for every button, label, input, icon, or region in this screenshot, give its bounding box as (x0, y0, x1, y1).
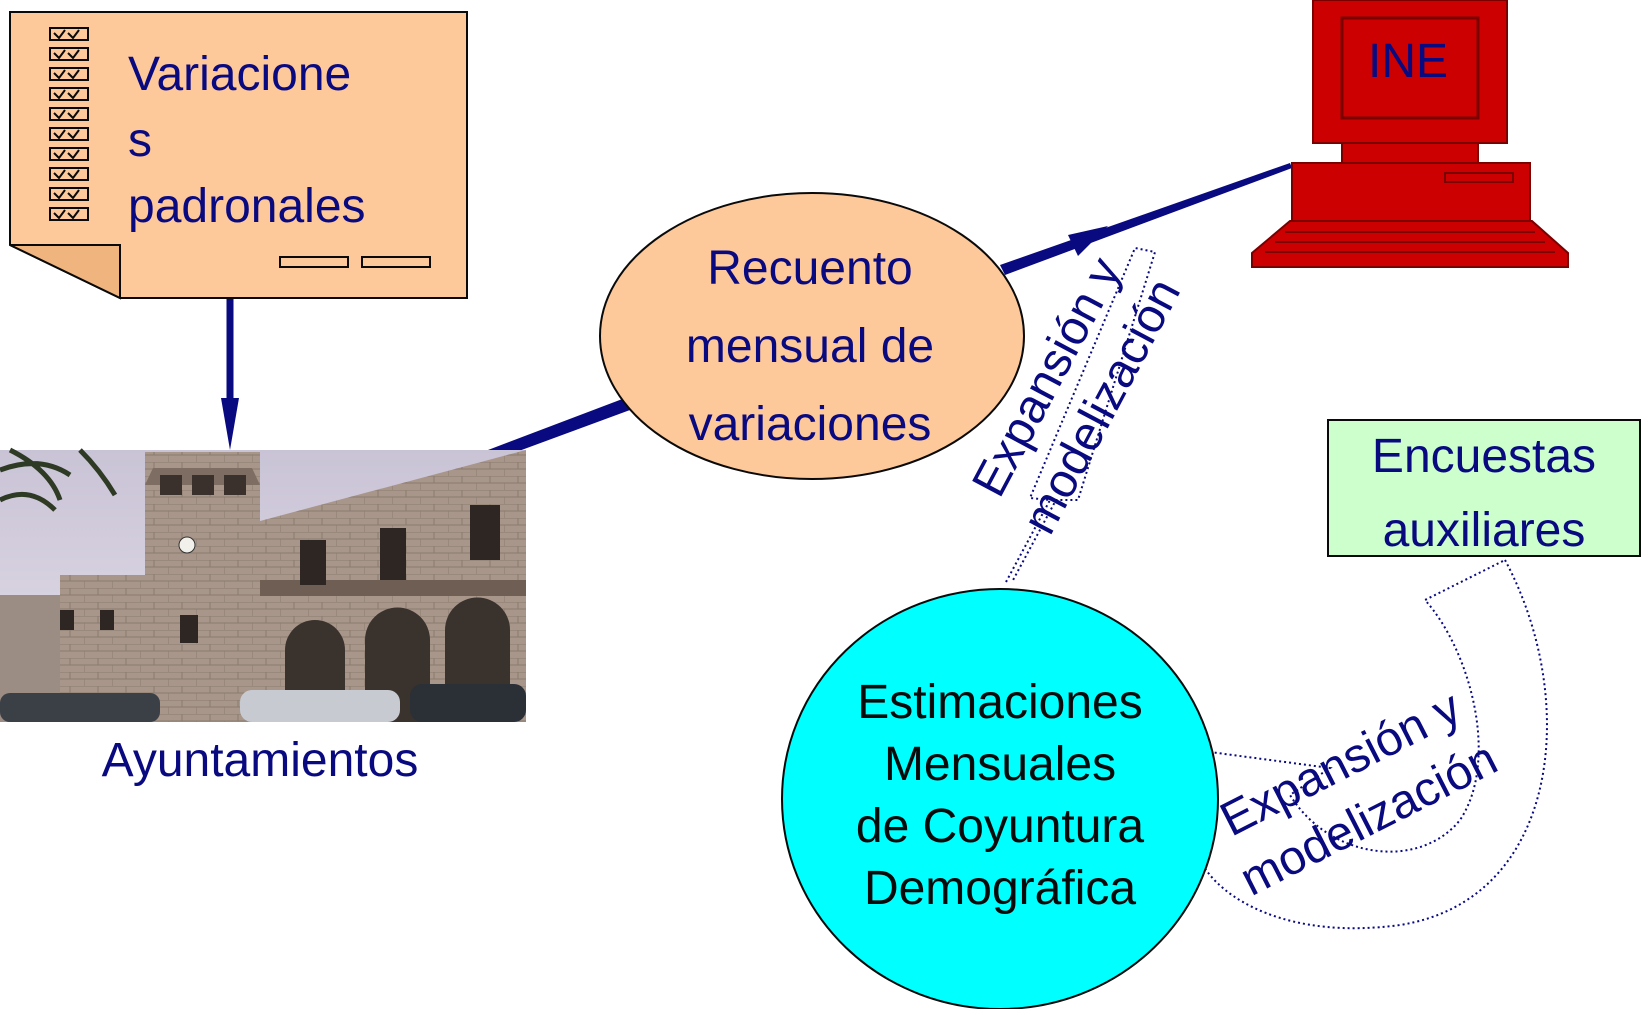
encuestas-line: auxiliares (1382, 504, 1586, 557)
checkbox-list-icon (49, 27, 89, 221)
estimaciones-line: de Coyuntura (855, 800, 1145, 853)
encuestas-label: Encuestas auxiliares (1328, 420, 1640, 568)
recuento-label: Recuento mensual de variaciones (610, 230, 1010, 464)
estimaciones-line: Mensuales (883, 738, 1117, 791)
document-title-line: padronales (128, 180, 366, 233)
connector-ayuntamiento-recuento (488, 398, 630, 458)
document-title-line: Variacione (128, 48, 352, 101)
ayuntamientos-label: Ayuntamientos (101, 734, 419, 787)
dotted-arrow-top (1005, 246, 1157, 583)
estimaciones-circle (781, 588, 1219, 1009)
estimaciones-line: Estimaciones (857, 676, 1143, 729)
recuento-line: mensual de (685, 320, 935, 373)
ayuntamiento-photo (0, 447, 526, 722)
signature-line-2 (361, 256, 431, 268)
recuento-line: variaciones (688, 398, 932, 451)
computer-icon (1251, 0, 1569, 268)
document-title: Variacione s padronales (128, 42, 408, 240)
recuento-line: Recuento (707, 242, 913, 295)
estimaciones-label: Estimaciones Mensuales de Coyuntura Demo… (780, 672, 1220, 920)
document-title-line: s (128, 114, 152, 167)
ine-label: INE (1367, 35, 1448, 88)
document-icon (9, 11, 468, 300)
encuestas-box (1327, 419, 1641, 557)
estimaciones-line: Demográfica (863, 862, 1137, 915)
arrow-recuento-to-ine (1000, 163, 1292, 275)
arrow-document-to-ayuntamiento (221, 298, 239, 450)
recuento-ellipse (599, 192, 1025, 480)
signature-line-1 (279, 256, 349, 268)
encuestas-line: Encuestas (1371, 430, 1597, 483)
